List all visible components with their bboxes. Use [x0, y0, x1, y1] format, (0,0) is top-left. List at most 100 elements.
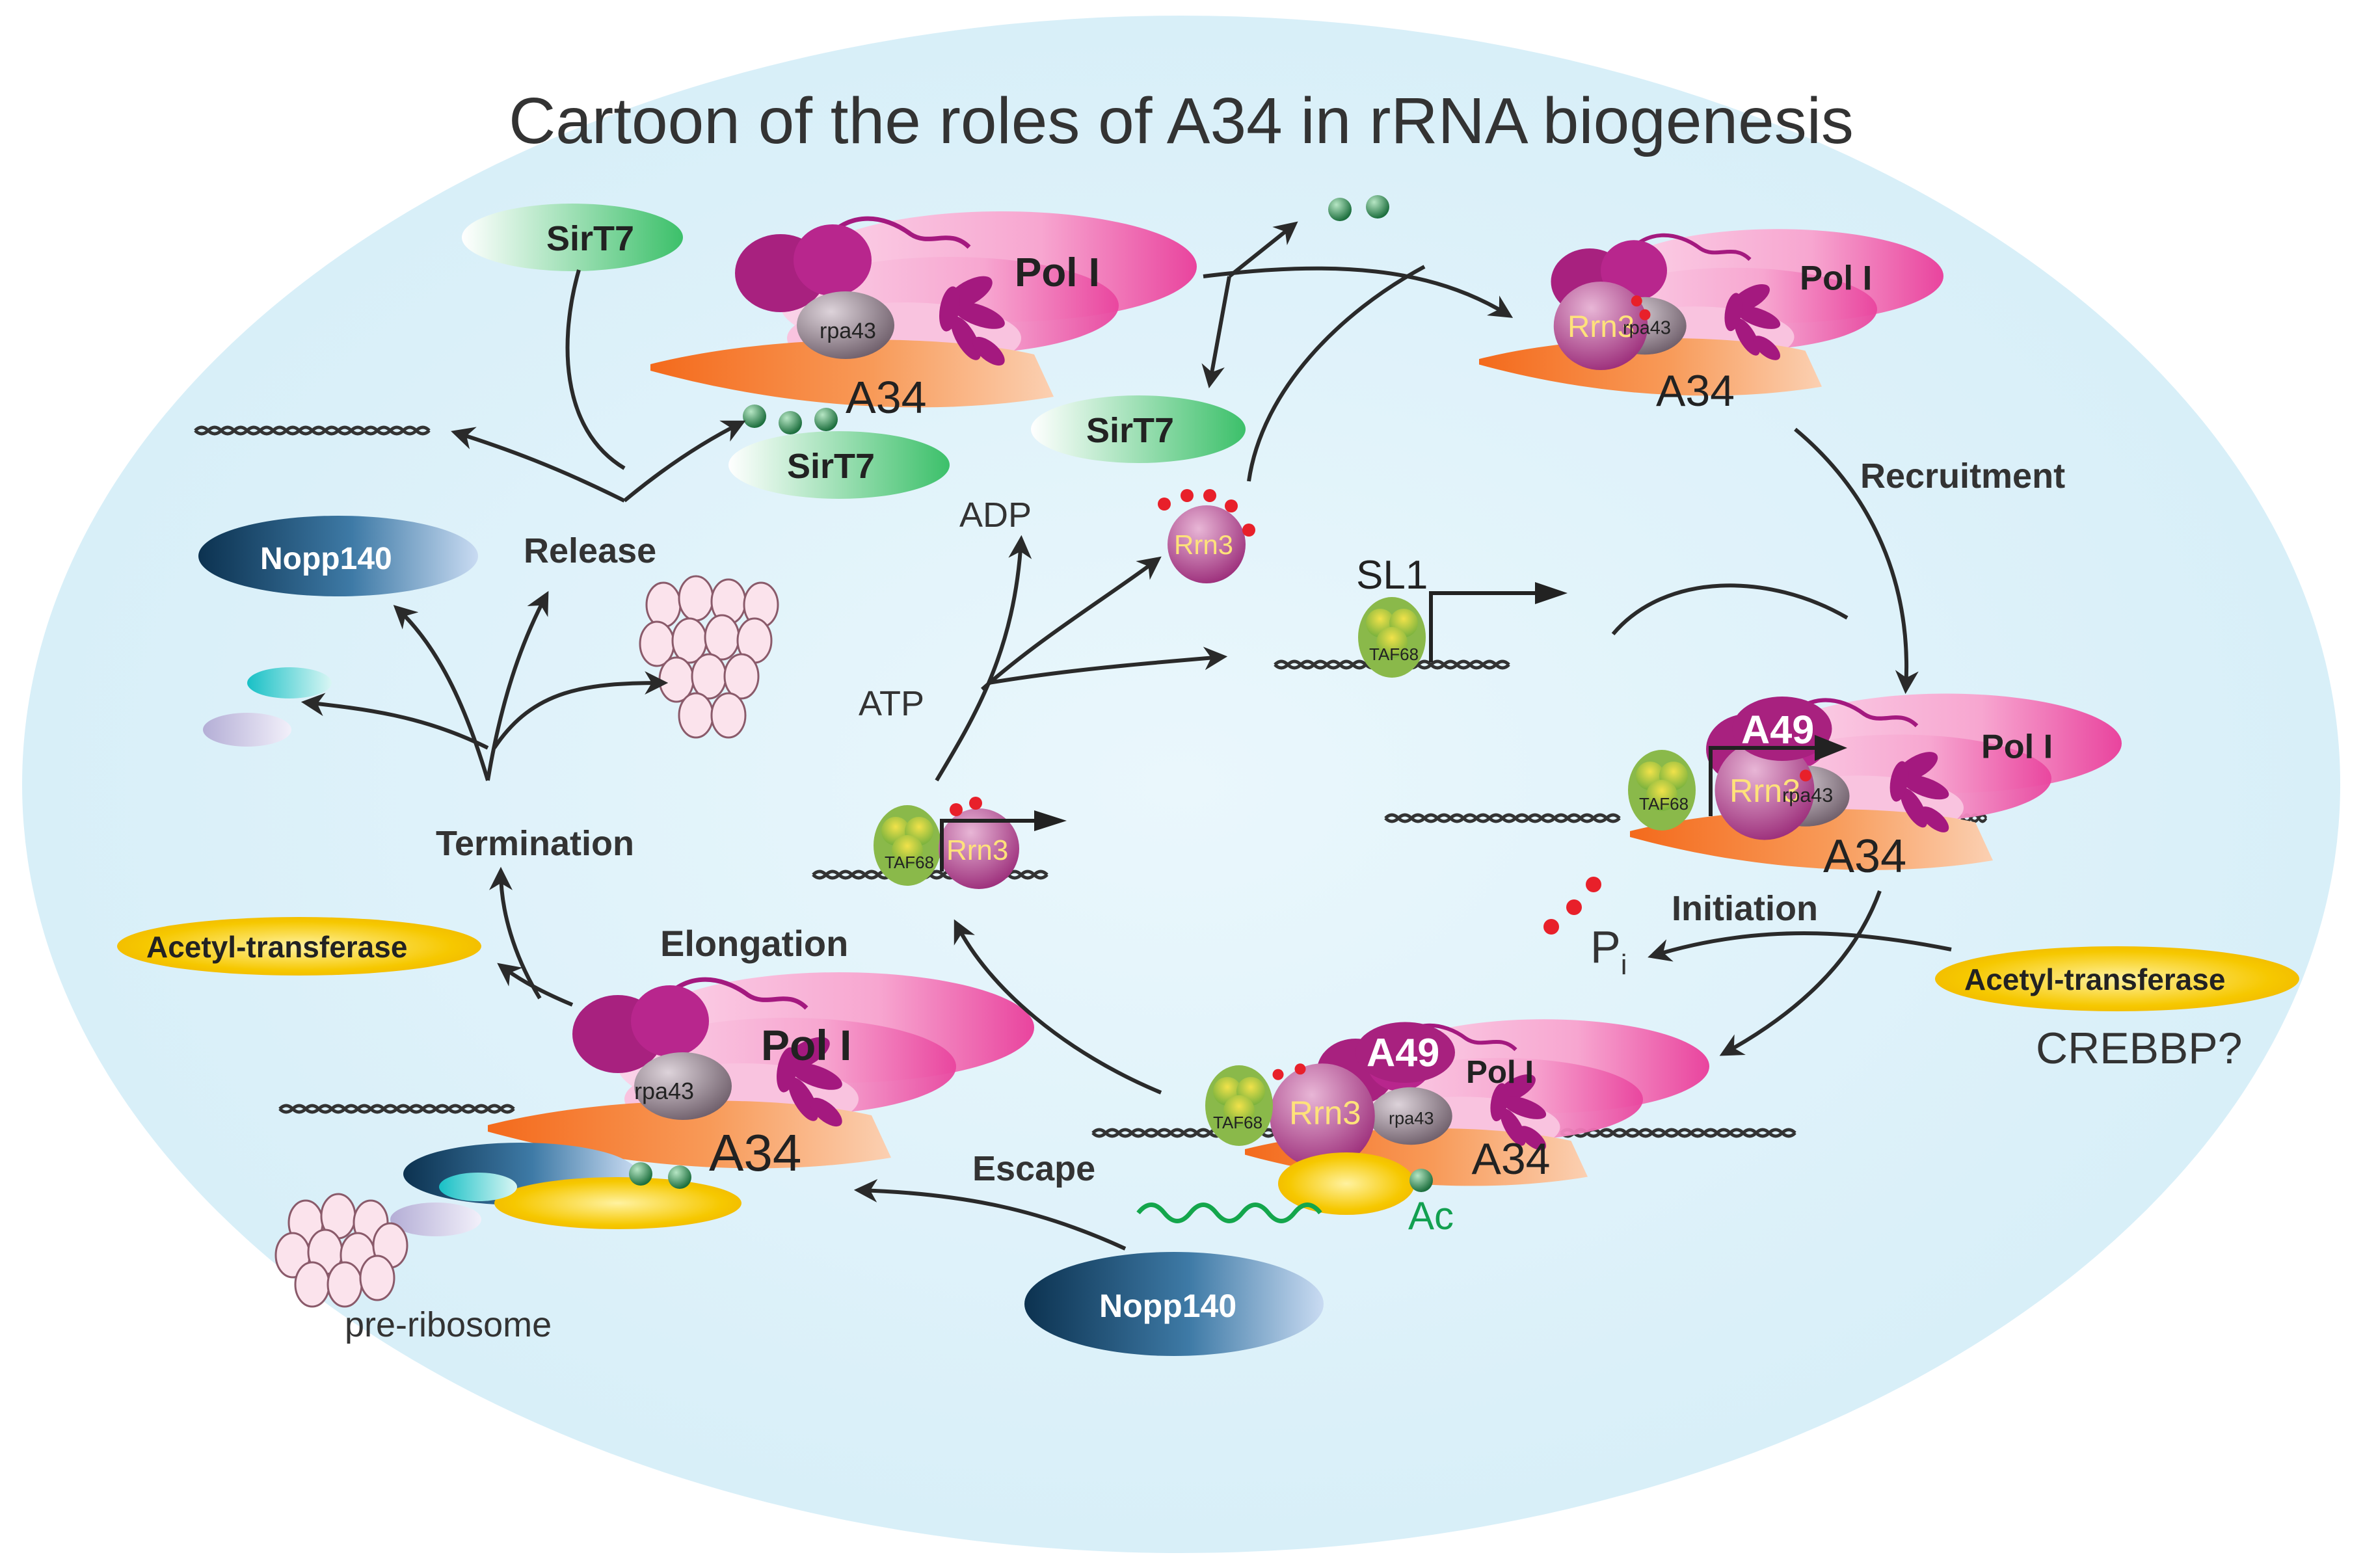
arrow-recruitment [1794, 427, 1919, 695]
ac-label: Ac [1408, 1194, 1454, 1238]
arrow-sirt7-activation [1203, 266, 1514, 318]
sirt7-pill-bound [728, 431, 950, 499]
pol-complex-top-right: Pol I Rrn3 rpa43 A34 [1479, 229, 1943, 416]
arrow-to-nopp140 [393, 605, 490, 781]
phosphates-rrn3-free [1158, 489, 1255, 537]
a34-label-elongation: A34 [709, 1124, 801, 1182]
arrow-to-ribosome [492, 671, 669, 749]
arrow-initiation [1719, 890, 1882, 1056]
adp-label: ADP [959, 496, 1032, 535]
pre-ribosome-label: pre-ribosome [345, 1305, 552, 1344]
sirt7-label-bound: SirT7 [787, 447, 875, 486]
pol-label-initiation: Pol I [1981, 728, 2053, 766]
arrow-release-pol [623, 420, 746, 503]
arrow-pi-release [1648, 931, 1952, 962]
released-bead [1328, 198, 1352, 221]
atp-label: ATP [859, 684, 924, 723]
rna-transcript-escape [1136, 1203, 1322, 1223]
acetyl-transferase-pill-left [117, 917, 481, 976]
rrn3-label-free: Rrn3 [1174, 529, 1233, 560]
pol-label-top: Pol I [1015, 250, 1100, 295]
a49-label-escape: A49 [1367, 1031, 1439, 1075]
arrow-to-release [486, 591, 549, 781]
step-escape: Escape [972, 1149, 1095, 1188]
taf68-label-escape: TAF68 [1213, 1113, 1262, 1132]
pol-complex-elongation: Pol I rpa43 A34 [488, 972, 1034, 1182]
step-termination: Termination [436, 824, 634, 863]
pol-complex-top: Pol I rpa43 A34 [650, 211, 1197, 423]
a34-label-top-right: A34 [1656, 366, 1735, 416]
taf68-label-initiation: TAF68 [1639, 794, 1689, 814]
acetyl-transferase-pill-right [1935, 946, 2299, 1011]
arrow-to-rrn3-promoter [954, 919, 1162, 1095]
pol-label-escape: Pol I [1466, 1054, 1534, 1090]
diagram-title: Cartoon of the roles of A34 in rRNA biog… [509, 85, 1854, 157]
acetyl-transferase-bound-escape [1278, 1152, 1415, 1215]
sl1-label: SL1 [1356, 553, 1428, 598]
step-initiation: Initiation [1672, 889, 1818, 928]
acetyl-transferase-bound-elongation [494, 1177, 741, 1229]
arrow-to-rrn3-free [981, 556, 1162, 691]
arrow-to-adp [935, 535, 1032, 782]
rrn3-free [1168, 505, 1246, 583]
a34-label-top: A34 [846, 372, 927, 423]
nopp140-pill-bottom [1024, 1252, 1324, 1356]
acetyl-bead-escape [1409, 1169, 1433, 1192]
rpa43-label-top-right: rpa43 [1623, 318, 1671, 339]
rrn3-label-top-right: Rrn3 [1568, 310, 1635, 344]
rpa43-label-escape: rpa43 [1389, 1108, 1434, 1128]
acetyl-transferase-label-right: Acetyl-transferase [1964, 963, 2225, 996]
arrow-to-sl1 [988, 646, 1228, 685]
taf68-sl1-center: TAF68 [1358, 597, 1426, 678]
lavender-factor-bound [390, 1203, 481, 1236]
taf68-sl1-left: TAF68 [874, 805, 941, 886]
acetyl-bead-elongation [668, 1165, 691, 1189]
a49-label-initiation: A49 [1741, 708, 1814, 752]
pol-label-elongation: Pol I [761, 1021, 851, 1069]
arrow-to-sirt7-center [1201, 276, 1231, 389]
rpa43-label-top: rpa43 [820, 319, 876, 343]
a34-label-escape: A34 [1472, 1134, 1551, 1184]
sirt7-label-center: SirT7 [1086, 411, 1174, 450]
pi-label: Pi [1590, 922, 1627, 981]
taf68-sl1-escape: TAF68 [1205, 1065, 1273, 1146]
rrn3-label-escape: Rrn3 [1289, 1095, 1361, 1132]
taf68-sl1-initiation: TAF68 [1628, 750, 1696, 831]
arrow-release-dna [451, 427, 626, 503]
sirt7-label-top-left: SirT7 [546, 219, 634, 258]
released-bead [1366, 195, 1389, 219]
pol-complex-escape: A49 Rrn3 Pol I rpa43 A34 [1245, 1019, 1709, 1186]
pol-label-top-right: Pol I [1800, 259, 1872, 298]
nopp140-label-left: Nopp140 [260, 542, 392, 576]
arrow-bead-release [1228, 221, 1298, 278]
arrow-rrn3-to-pol [1247, 265, 1426, 482]
sirt7-pill-top-left [462, 204, 683, 271]
step-elongation: Elongation [660, 923, 848, 964]
step-recruitment: Recruitment [1860, 457, 2065, 496]
phosphates-released [1543, 877, 1601, 935]
lavender-factor-released [203, 713, 291, 747]
a34-label-initiation: A34 [1823, 831, 1906, 883]
rrn3-label-left: Rrn3 [946, 834, 1008, 866]
pathway-arrows [300, 221, 1952, 1251]
sirt7-pill-center [1031, 395, 1246, 463]
cyan-factor-bound [439, 1173, 517, 1201]
cyan-factor-released [247, 667, 332, 698]
arrow-to-cyan-factor [300, 693, 489, 750]
nopp140-label-bottom: Nopp140 [1099, 1288, 1236, 1324]
taf68-label-center: TAF68 [1369, 644, 1419, 664]
acetyl-transferase-label-left: Acetyl-transferase [146, 930, 407, 964]
arrow-sirt7-to-pol [565, 269, 626, 470]
taf68-label-left: TAF68 [885, 853, 934, 872]
rpa43-label-initiation: rpa43 [1782, 784, 1833, 806]
nopp140-pill-left [198, 516, 478, 596]
arrow-escape [853, 1178, 1127, 1251]
step-release: Release [524, 531, 656, 570]
rpa43-label-elongation: rpa43 [634, 1078, 694, 1104]
pol-complex-initiation: A49 Rrn3 Pol I rpa43 A34 [1630, 694, 2122, 883]
rrn3-bound-left [939, 808, 1019, 889]
arrow-elongation [497, 963, 574, 1007]
rrn3-label-initiation: Rrn3 [1729, 772, 1800, 809]
